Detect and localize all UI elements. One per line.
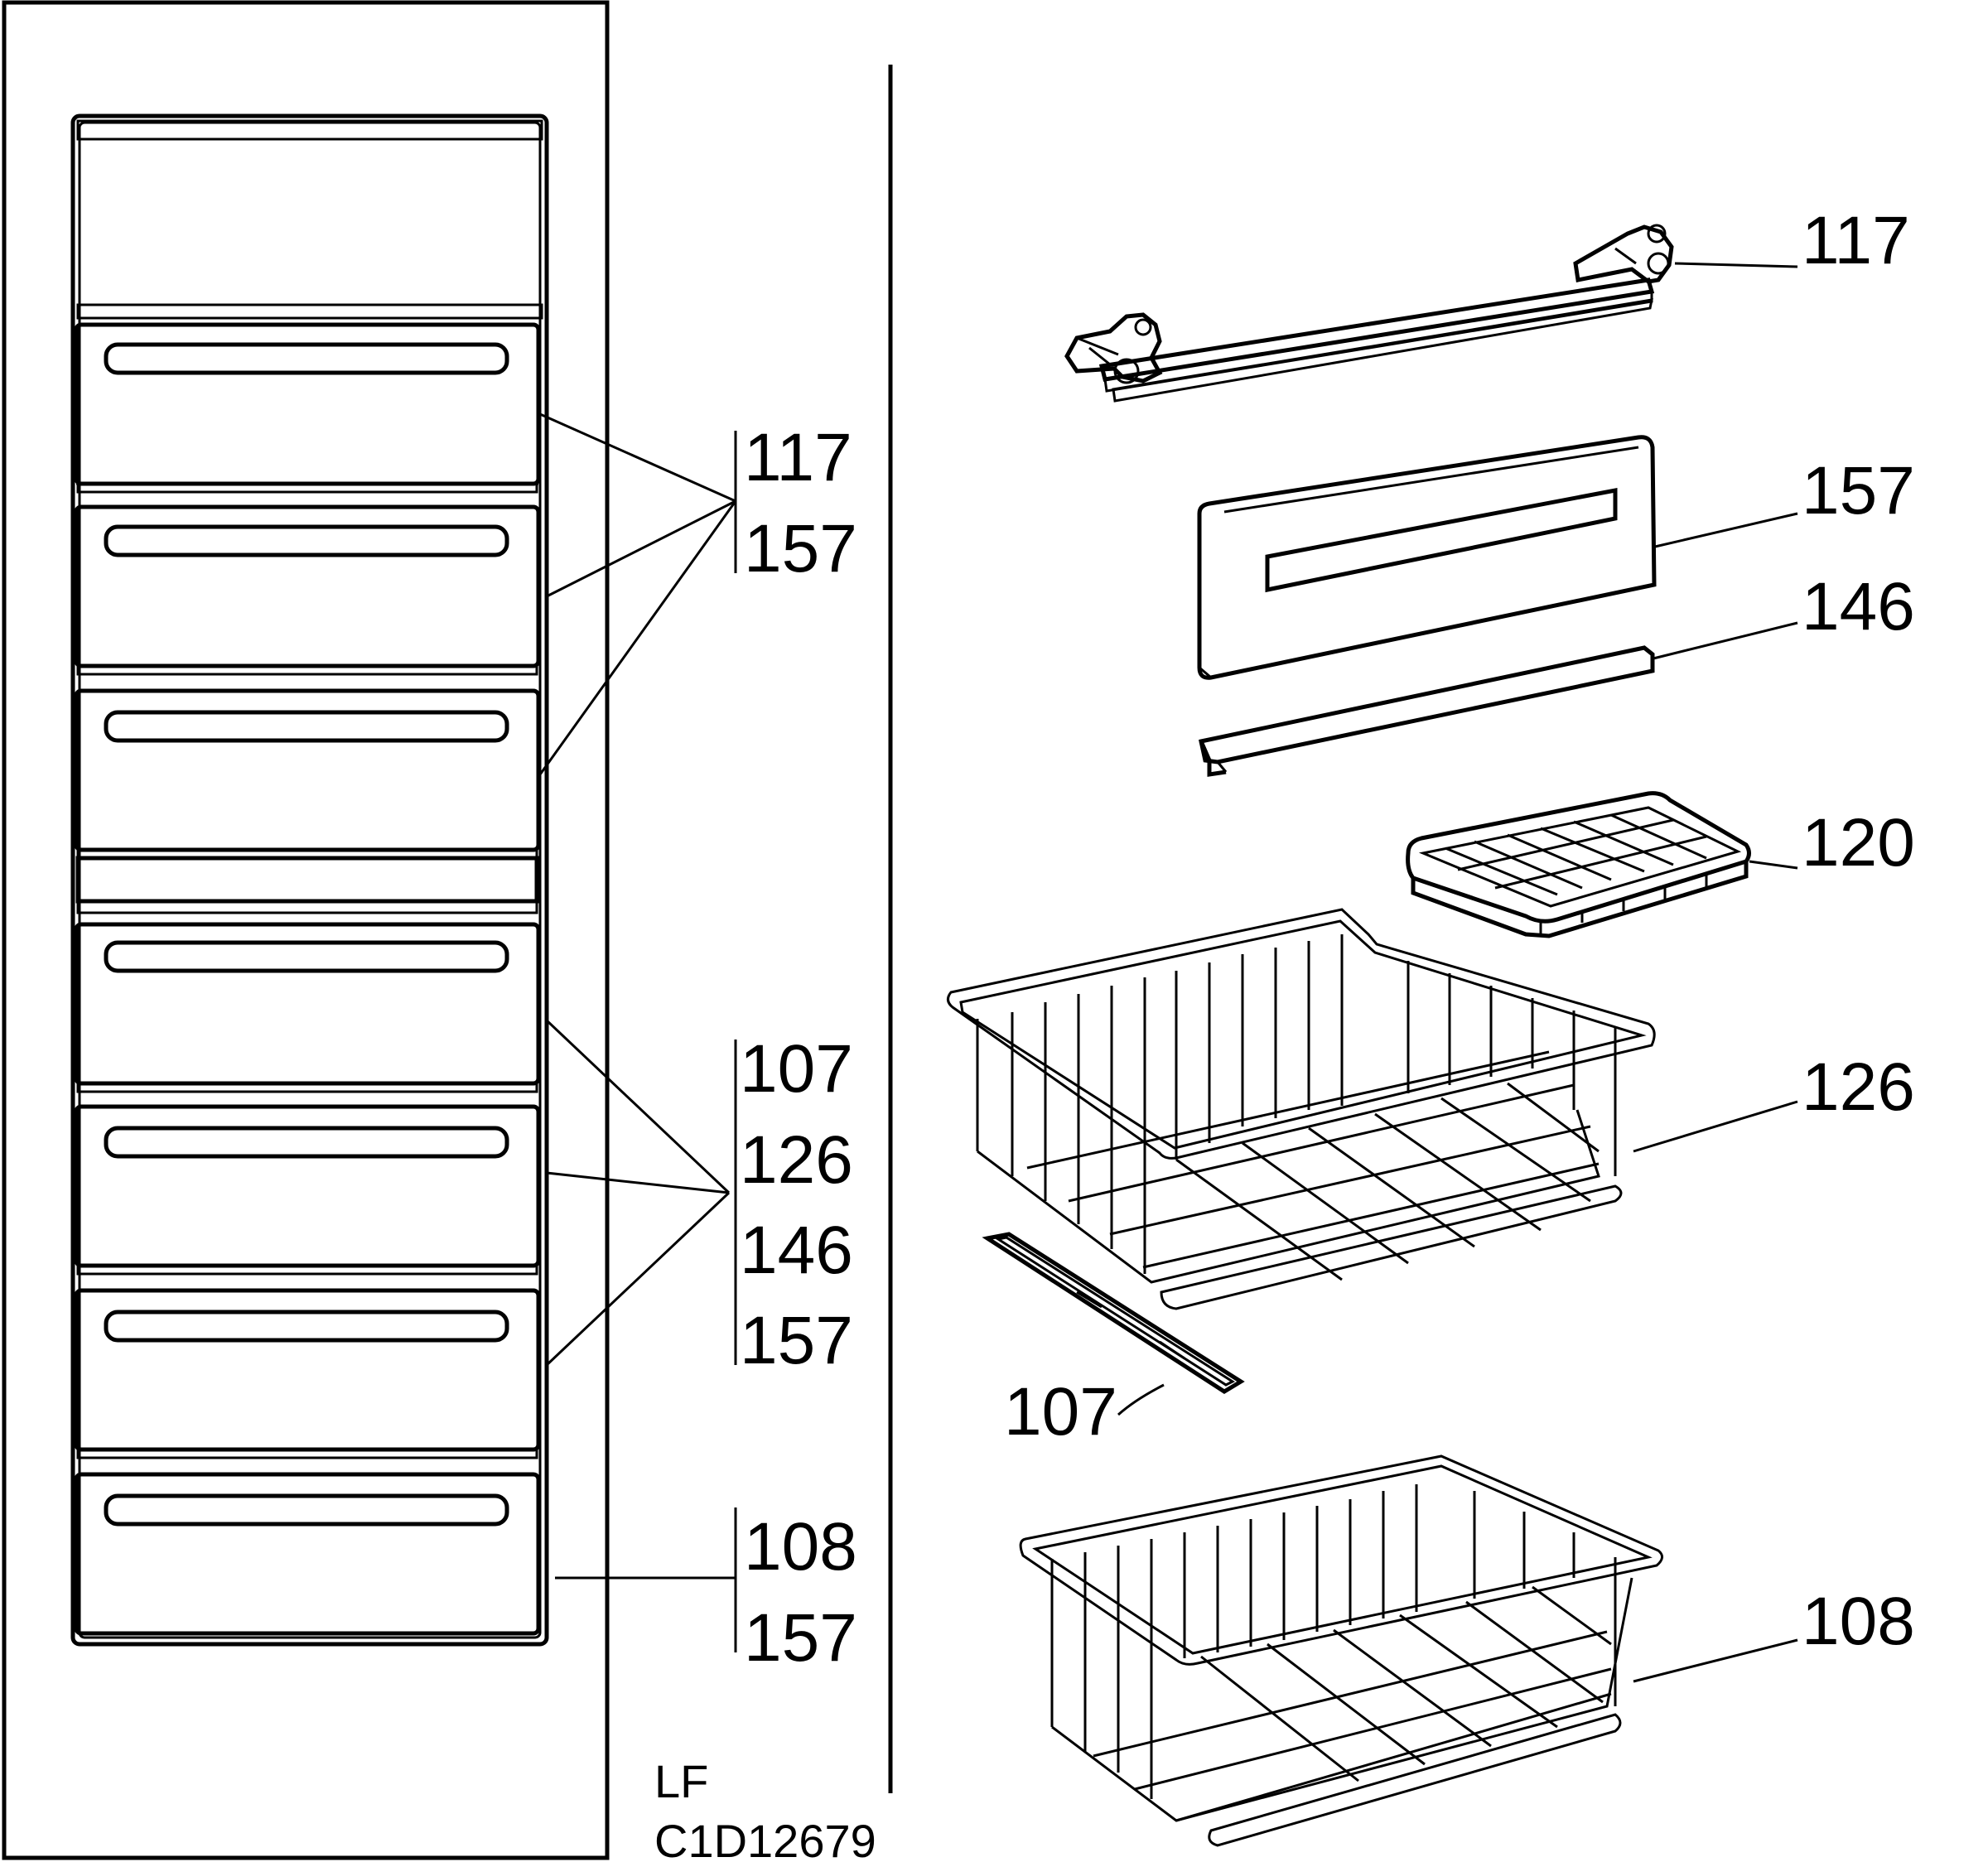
drawer-6: [74, 1288, 541, 1459]
freezer-cabinet-view: [2, 0, 610, 1860]
part-120-ice-tray: [1406, 791, 1751, 938]
callout-middle-1: 107: [740, 1031, 853, 1107]
label-146: 146: [1802, 569, 1915, 644]
cabinet-leader-lines: [538, 412, 737, 1580]
callout-middle-4: 157: [740, 1303, 853, 1378]
part-157-drawer-front: [1197, 435, 1657, 680]
label-157: 157: [1802, 453, 1915, 528]
part-146-trim-strip: [1199, 645, 1655, 777]
drawer-2-handle: [104, 524, 509, 557]
callout-middle-3: 146: [740, 1213, 853, 1288]
drawer-5-handle: [104, 1126, 509, 1159]
leader-107: [1117, 1383, 1165, 1416]
label-117: 117: [1802, 203, 1910, 278]
cabinet-interior: [70, 113, 549, 1647]
drawer-bottom: [74, 1472, 541, 1636]
label-108: 108: [1802, 1584, 1915, 1659]
part-107-slide-track: [982, 1232, 1245, 1394]
callout-bottom-1: 108: [744, 1509, 857, 1585]
drawer-bottom-handle: [104, 1493, 509, 1527]
leader-108: [1633, 1638, 1798, 1683]
leader-120: [1749, 860, 1798, 870]
drawer-3-handle: [104, 710, 509, 743]
label-126: 126: [1802, 1049, 1915, 1125]
drawer-1: [74, 322, 541, 494]
label-107: 107: [1004, 1374, 1117, 1450]
drawer-2: [74, 504, 541, 676]
callout-group-bottom: 108 157: [744, 1509, 857, 1676]
footer-line1: LF: [654, 1755, 708, 1807]
drawer-front-handle-slot: [1265, 487, 1618, 593]
callout-group-middle: 107 126 146 157: [740, 1031, 853, 1378]
cabinet-frame: [2, 0, 610, 1860]
callout-group-top: 117 157: [744, 420, 857, 586]
leader-146: [1653, 621, 1798, 660]
drawer-3: [74, 688, 541, 860]
top-shelf: [76, 303, 543, 320]
footer-line2: C1D12679: [654, 1815, 876, 1862]
callout-top-2: 157: [744, 511, 857, 586]
drawer-6-handle: [104, 1310, 509, 1343]
callout-bottom-2: 157: [744, 1600, 857, 1676]
label-120: 120: [1802, 805, 1915, 880]
leader-117: [1674, 262, 1798, 268]
callout-top-1: 117: [744, 420, 852, 495]
divider-shelf: [75, 856, 539, 904]
part-126-wire-basket: [947, 908, 1656, 1310]
part-117-rail: [1064, 224, 1674, 403]
drawer-1-handle: [104, 342, 509, 375]
drawer-4-handle: [104, 940, 509, 973]
part-108-wire-basket: [1019, 1454, 1663, 1847]
callout-middle-2: 126: [740, 1122, 853, 1198]
drawer-5: [74, 1104, 541, 1276]
leader-157: [1654, 512, 1798, 548]
leader-126: [1633, 1100, 1798, 1153]
drawer-4: [74, 922, 541, 1093]
